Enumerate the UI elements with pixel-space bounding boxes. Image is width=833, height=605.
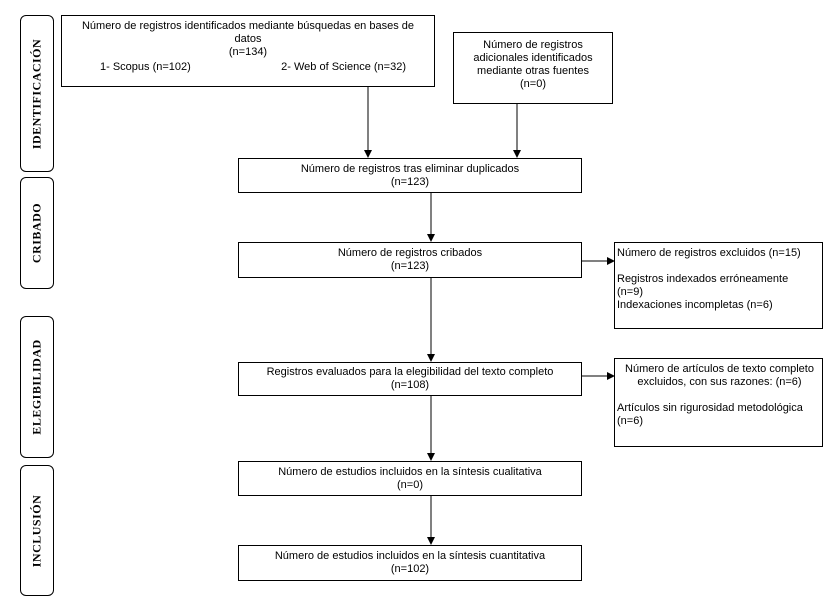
excluded-label: Número de registros excluidos (n=15) bbox=[617, 247, 801, 259]
quantitative-count: (n=102) bbox=[390, 563, 430, 575]
other-sources-count: (n=0) bbox=[520, 78, 546, 90]
fulltext-excluded-reason: Artículos sin rigurosidad metodológica bbox=[617, 402, 803, 414]
qualitative-label: Número de estudios incluidos en la sínte… bbox=[278, 466, 542, 478]
fulltext-excluded-box: Número de artículos de texto completo ex… bbox=[614, 358, 823, 447]
screened-box: Número de registros cribados (n=123) bbox=[238, 242, 582, 278]
phase-inclusion: INCLUSIÓN bbox=[20, 465, 54, 596]
quantitative-label: Número de estudios incluidos en la sínte… bbox=[274, 550, 546, 562]
db-search-count: (n=134) bbox=[228, 46, 268, 58]
other-sources-line1: Número de registros bbox=[483, 39, 583, 51]
scopus-count: 1- Scopus (n=102) bbox=[100, 61, 191, 73]
quantitative-box: Número de estudios incluidos en la sínte… bbox=[238, 545, 582, 581]
qualitative-count: (n=0) bbox=[397, 479, 423, 491]
eligibility-box: Registros evaluados para la elegibilidad… bbox=[238, 362, 582, 396]
other-sources-line2: adicionales identificados bbox=[473, 52, 593, 64]
excluded-reason-1: Registros indexados erróneamente bbox=[617, 273, 789, 285]
fulltext-excluded-reason-count: (n=6) bbox=[617, 415, 643, 427]
db-search-box: Número de registros identificados median… bbox=[61, 15, 435, 87]
screened-label: Número de registros cribados bbox=[337, 247, 483, 259]
after-duplicates-box: Número de registros tras eliminar duplic… bbox=[238, 158, 582, 193]
fulltext-excluded-label-2: excluidos, con sus razones: (n=6) bbox=[637, 376, 802, 388]
db-search-line2: datos bbox=[234, 33, 262, 45]
phase-cribado: CRIBADO bbox=[20, 177, 54, 289]
screened-count: (n=123) bbox=[390, 260, 430, 272]
eligibility-count: (n=108) bbox=[390, 379, 430, 391]
after-duplicates-count: (n=123) bbox=[390, 176, 430, 188]
other-sources-line3: mediante otras fuentes bbox=[477, 65, 589, 77]
other-sources-box: Número de registros adicionales identifi… bbox=[453, 32, 613, 104]
fulltext-excluded-label-1: Número de artículos de texto completo bbox=[625, 363, 814, 375]
db-search-line1: Número de registros identificados median… bbox=[81, 20, 415, 32]
excluded-box: Número de registros excluidos (n=15) Reg… bbox=[614, 242, 823, 329]
phase-elegibilidad: ELEGIBILIDAD bbox=[20, 316, 54, 458]
after-duplicates-label: Número de registros tras eliminar duplic… bbox=[300, 163, 520, 175]
eligibility-label: Registros evaluados para la elegibilidad… bbox=[266, 366, 554, 378]
wos-count: 2- Web of Science (n=32) bbox=[281, 61, 406, 73]
excluded-reason-1-count: (n=9) bbox=[617, 286, 643, 298]
excluded-reason-2: Indexaciones incompletas (n=6) bbox=[617, 299, 773, 311]
qualitative-box: Número de estudios incluidos en la sínte… bbox=[238, 461, 582, 496]
phase-identificacion: IDENTIFICACIÓN bbox=[20, 15, 54, 172]
